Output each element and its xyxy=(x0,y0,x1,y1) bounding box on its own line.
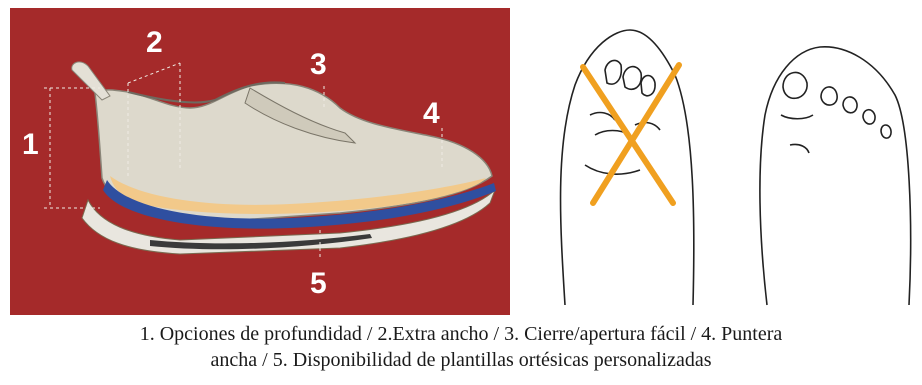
callout-1: 1 xyxy=(22,128,39,161)
callout-2: 2 xyxy=(146,26,163,59)
feet-diagram xyxy=(545,25,915,315)
shoe-diagram-panel: 1 2 3 4 5 xyxy=(10,8,510,315)
callout-5: 5 xyxy=(310,267,327,300)
feet-comparison-panel xyxy=(545,25,915,315)
figure-caption: 1. Opciones de profundidad / 2.Extra anc… xyxy=(0,321,922,373)
heel-pull-tab xyxy=(72,62,110,100)
healthy-foot-drawing xyxy=(760,47,911,305)
callout-4: 4 xyxy=(423,97,440,130)
depth-guide xyxy=(44,88,100,208)
shoe-diagram: 1 2 3 4 5 xyxy=(10,8,510,315)
caption-line-2: ancha / 5. Disponibilidad de plantillas … xyxy=(0,347,922,373)
caption-line-1: 1. Opciones de profundidad / 2.Extra anc… xyxy=(0,321,922,347)
callout-3: 3 xyxy=(310,48,327,81)
